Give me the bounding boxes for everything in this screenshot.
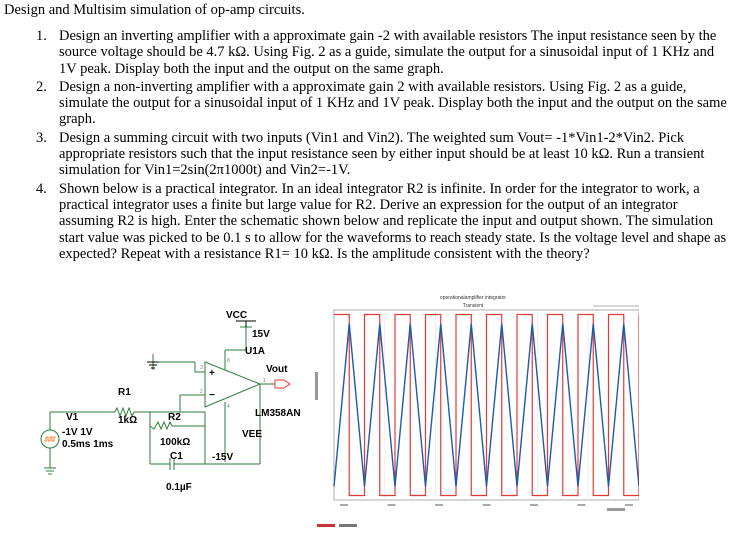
pin-4-label: 4 bbox=[227, 404, 230, 410]
r2-name: R2 bbox=[168, 412, 181, 423]
plot-subtitle: Transient bbox=[463, 303, 484, 309]
task-text: Shown below is a practical integrator. I… bbox=[59, 180, 727, 262]
minus-sign: − bbox=[209, 390, 215, 401]
opamp-ref: U1A bbox=[245, 346, 265, 357]
r1-value: 1kΩ bbox=[118, 415, 137, 426]
vee-label: VEE bbox=[242, 429, 262, 440]
v1-period: 0.5ms 1ms bbox=[62, 439, 114, 450]
task-text: Design a summing circuit with two inputs… bbox=[59, 129, 705, 179]
x-tick-glyph bbox=[625, 504, 633, 506]
r2-value: 100kΩ bbox=[160, 437, 190, 448]
v1-name: V1 bbox=[66, 412, 79, 423]
x-tick-glyph bbox=[340, 504, 348, 506]
x-tick-glyph bbox=[482, 504, 491, 506]
output-triangle-wave bbox=[333, 323, 639, 487]
plot-title: operationalamplifier integrator bbox=[440, 295, 506, 301]
opamp-part: LM358AN bbox=[255, 408, 301, 419]
plus-sign: + bbox=[209, 368, 215, 379]
pin-3-label: 3 bbox=[200, 365, 203, 371]
v1-amplitude: -1V 1V bbox=[62, 427, 93, 438]
task-number: 3. bbox=[36, 129, 47, 146]
task-number: 1. bbox=[36, 28, 47, 44]
page-title: Design and Multisim simulation of op-amp… bbox=[4, 2, 305, 18]
legend-swatch-1 bbox=[317, 524, 335, 527]
figure-row: VCC 15V U1A Vout LM358AN VEE -15V R1 1kΩ… bbox=[0, 292, 739, 545]
task-item-2: 2. Design a non-inverting amplifier with… bbox=[0, 79, 739, 128]
vout-label: Vout bbox=[266, 364, 288, 375]
x-tick-glyph bbox=[387, 504, 396, 506]
task-item-3: 3. Design a summing circuit with two inp… bbox=[0, 130, 739, 179]
integrator-schematic: VCC 15V U1A Vout LM358AN VEE -15V R1 1kΩ… bbox=[40, 310, 301, 493]
x-tick-glyph bbox=[530, 504, 538, 506]
task-item-1: 1. Design an inverting amplifier with a … bbox=[0, 28, 739, 77]
task-number: 2. bbox=[36, 78, 47, 95]
c1-name: C1 bbox=[170, 451, 183, 462]
pin-2-label: 2 bbox=[200, 389, 203, 395]
y-axis-title-glyph bbox=[315, 372, 318, 400]
c1-value: 0.1µF bbox=[166, 482, 192, 493]
legend-swatch-2 bbox=[339, 524, 357, 527]
task-item-4: 4. Shown below is a practical integrator… bbox=[0, 181, 739, 262]
task-list: 1. Design an inverting amplifier with a … bbox=[0, 28, 739, 264]
vee-value: -15V bbox=[212, 452, 233, 463]
vcc-value: 15V bbox=[252, 329, 270, 340]
r1-name: R1 bbox=[118, 387, 131, 398]
input-square-wave bbox=[334, 313, 639, 497]
x-tick-glyph bbox=[577, 504, 586, 506]
task-text: Design an inverting amplifier with a app… bbox=[59, 28, 717, 77]
vcc-label: VCC bbox=[226, 310, 247, 321]
task-text: Design a non-inverting amplifier with a … bbox=[59, 78, 727, 128]
x-tick-glyphs bbox=[340, 504, 633, 506]
transient-plot: operationalamplifier integrator Transien… bbox=[315, 295, 639, 527]
pin-8-label: 8 bbox=[227, 358, 230, 364]
x-tick-glyph bbox=[435, 504, 443, 506]
pin-1-label: 1 bbox=[263, 378, 266, 384]
task-number: 4. bbox=[36, 180, 47, 197]
x-axis-title-glyph bbox=[607, 508, 625, 511]
